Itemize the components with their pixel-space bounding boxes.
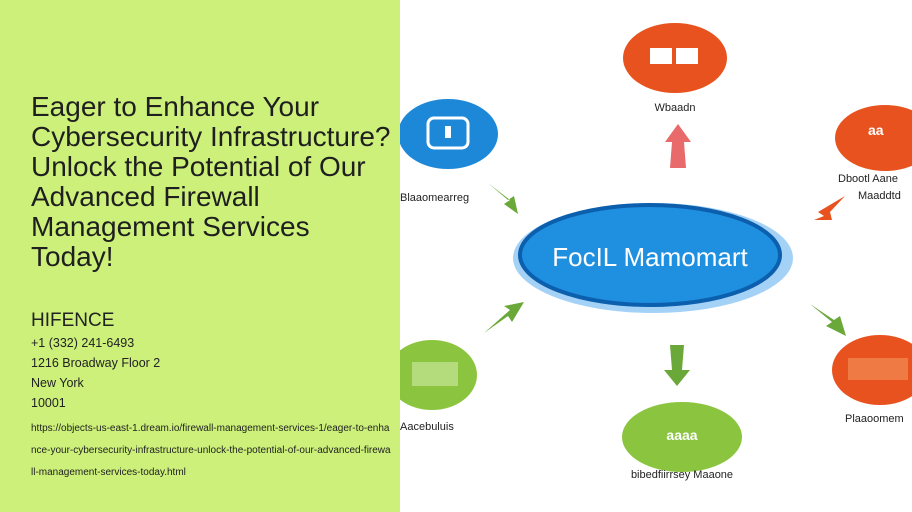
node-bottom-badge: aaaa bbox=[666, 427, 697, 443]
node-bottom-label: bibedfiirrsey Maaone bbox=[631, 469, 733, 481]
node-bottom-left-label: Aacebuluis bbox=[400, 421, 454, 433]
company-name: HIFENCE bbox=[31, 310, 115, 331]
node-top-right-badge: aa bbox=[868, 122, 884, 138]
page-title: Eager to Enhance Your Cybersecurity Infr… bbox=[31, 91, 391, 272]
node-bottom-left-block bbox=[412, 362, 458, 386]
node-top bbox=[623, 23, 727, 93]
monitor-icon-detail bbox=[445, 126, 451, 138]
street-address: 1216 Broadway Floor 2 bbox=[31, 356, 161, 370]
firewall-diagram: FocIL Mamomart Wbaadn aa Dbootl Aane Maa… bbox=[400, 23, 912, 481]
node-left-label: Blaaomearreg bbox=[400, 192, 469, 204]
monitor-icon bbox=[426, 116, 470, 150]
document-icon-2 bbox=[676, 48, 698, 64]
diagram-image: FocIL Mamomart Wbaadn aa Dbootl Aane Maa… bbox=[400, 0, 912, 512]
node-top-right bbox=[835, 105, 912, 171]
node-bottom-right-block bbox=[848, 358, 908, 380]
center-node bbox=[518, 203, 782, 307]
phone-number: +1 (332) 241-6493 bbox=[31, 336, 135, 350]
document-icon bbox=[650, 48, 672, 64]
node-top-right-label-1: Dbootl Aane bbox=[838, 173, 898, 185]
node-bottom bbox=[622, 402, 742, 472]
arrow-up-icon bbox=[665, 124, 691, 168]
arrow-bottom-right-icon bbox=[810, 304, 846, 336]
node-bottom-right-label: Plaaoomem bbox=[845, 413, 904, 425]
city: New York bbox=[31, 376, 84, 390]
arrow-bottom-left-icon bbox=[484, 302, 524, 333]
info-panel: Eager to Enhance Your Cybersecurity Infr… bbox=[0, 0, 400, 512]
page-url[interactable]: https://objects-us-east-1.dream.io/firew… bbox=[31, 423, 391, 478]
center-label: FocIL Mamomart bbox=[552, 242, 748, 272]
arrow-top-right-icon bbox=[814, 196, 845, 220]
node-top-right-label-2: Maaddtd bbox=[858, 190, 901, 202]
arrow-down-icon bbox=[664, 345, 690, 386]
zip-code: 10001 bbox=[31, 396, 66, 410]
arrow-left-icon bbox=[488, 183, 518, 214]
node-top-label: Wbaadn bbox=[655, 102, 696, 114]
